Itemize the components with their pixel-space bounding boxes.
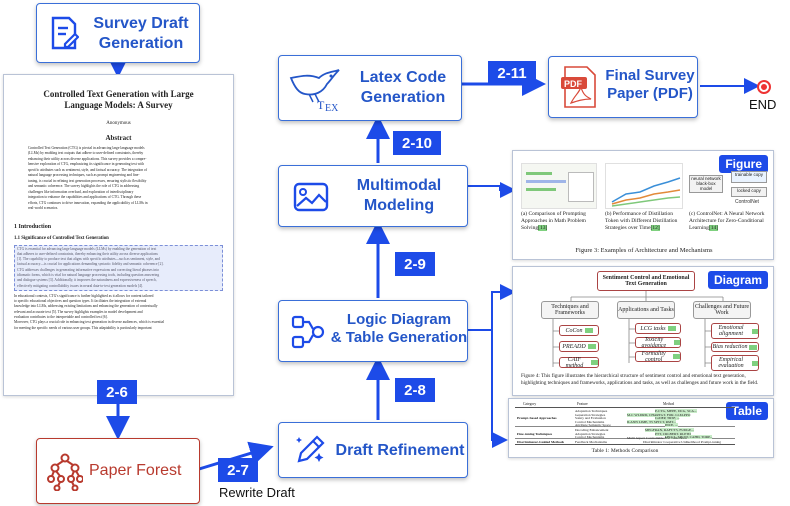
step-tag-2-10: 2-10 — [393, 131, 441, 155]
final-paper-node[interactable]: PDF Final Survey Paper (PDF) — [548, 56, 698, 118]
arrow-to-diagram — [468, 284, 516, 331]
section-heading: 1 Introduction — [14, 223, 52, 230]
diagram-leaf: Formality control — [635, 351, 681, 363]
pencil-sparkle-icon — [296, 435, 325, 463]
logic-label: Logic Diagram & Table Generation — [330, 311, 468, 347]
diagram-branch-0: Techniques and Frameworks — [541, 301, 599, 319]
figure-c-locked: locked copy — [731, 187, 767, 197]
figure-main-caption: Figure 3: Examples of Architecture and M… — [575, 247, 713, 254]
diagram-leaf: Empirical evaluation — [711, 355, 759, 371]
logic-node[interactable]: Logic Diagram & Table Generation — [278, 300, 468, 362]
svg-text:T: T — [317, 98, 325, 112]
figure-c-blackbox: neural network black-box model — [689, 175, 723, 193]
survey-draft-node[interactable]: Survey Draft Generation — [36, 3, 200, 63]
diagram-preview[interactable]: Diagram Sentiment Control and Emotional … — [512, 266, 774, 396]
step-tag-2-11: 2-11 — [488, 61, 536, 85]
multimodal-label: Multimodal Modeling — [356, 177, 442, 214]
pdf-icon: PDF — [561, 66, 596, 108]
diagram-leaf: Bias reduction — [711, 342, 759, 352]
diagram-branch-2: Challenges and Future Work — [693, 301, 751, 319]
table-group-0: Prompt-based Approaches Adaptation Techn… — [515, 409, 735, 427]
diagram-leaf: LCG tasks — [635, 323, 681, 334]
figure-panel-c: neural network black-box model trainable… — [689, 171, 769, 211]
image-icon — [293, 182, 329, 212]
abstract-text: Controlled Text Generation (CTG) is pivo… — [28, 145, 148, 211]
diagram-leaf: Emotional alignment — [711, 323, 759, 339]
figure-caption-b: (b) Performance of Distillation Token wi… — [605, 211, 678, 231]
figure-panel-a — [521, 163, 597, 209]
refine-label: Draft Refinement — [335, 442, 465, 459]
figure-b-plot — [611, 177, 681, 207]
highlighted-intro[interactable]: CTG is essential for advancing large lan… — [14, 244, 223, 291]
paper-forest-node[interactable]: Paper Forest — [36, 438, 200, 504]
final-paper-label: Final Survey Paper (PDF) — [605, 67, 695, 103]
arrow-to-table — [491, 330, 508, 448]
latex-node[interactable]: T EX Latex Code Generation — [278, 55, 462, 121]
figure-caption-c: (c) ControlNet: A Neural Network Archite… — [689, 211, 765, 231]
svg-text:EX: EX — [325, 103, 339, 112]
table-caption: Table 1: Methods Comparison — [591, 448, 659, 454]
latex-label: Latex Code Generation — [359, 69, 447, 106]
table-header-row: Category Feature Method — [515, 402, 735, 408]
step-tag-2-9: 2-9 — [395, 252, 435, 276]
diagram-leaf: PREADD — [559, 341, 599, 352]
diagram-leaf: Toxicity avoidance — [635, 337, 681, 349]
tree-network-icon — [47, 453, 83, 491]
paper-author: Anonymous — [106, 120, 131, 126]
paper-forest-label: Paper Forest — [89, 462, 182, 479]
rewrite-draft-label: Rewrite Draft — [219, 485, 295, 500]
diagram-corner-label: Diagram — [707, 271, 768, 289]
subsection-heading: 1.1 Significance of Controlled Text Gene… — [14, 235, 109, 241]
arrow-to-figure — [468, 182, 516, 198]
diagram-leaf: CAIF method — [559, 357, 599, 369]
document-edit-icon — [51, 16, 79, 50]
end-label: END — [749, 97, 777, 112]
multimodal-node[interactable]: Multimodal Modeling — [278, 165, 468, 227]
paper-title: Controlled Text Generation with Large La… — [43, 89, 194, 111]
end-target-icon — [757, 80, 771, 94]
figure-preview[interactable]: Figure neural network black-box model tr… — [512, 150, 774, 260]
table-group-2: Discriminator-Guided Methods Feedback Me… — [515, 440, 735, 445]
kingfisher-tex-icon: T EX — [289, 69, 340, 112]
diagram-connectors — [552, 291, 724, 367]
table-group-1: Fine-tuning Techniques Decoding Enhancem… — [515, 428, 735, 439]
figure-caption-a: (a) Comparison of Prompting Approaches i… — [521, 211, 586, 231]
figure-panel-b — [605, 163, 683, 209]
svg-text:PDF: PDF — [564, 79, 583, 89]
figure-corner-label: Figure — [719, 155, 768, 173]
refine-node[interactable]: Draft Refinement — [278, 422, 468, 478]
survey-draft-label: Survey Draft Generation — [93, 15, 189, 52]
diagram-root: Sentiment Control and Emotional Text Gen… — [597, 271, 695, 291]
intro-tail: In educational contexts, CTG's significa… — [14, 293, 165, 330]
step-tag-2-8: 2-8 — [395, 378, 435, 402]
abstract-heading: Abstract — [105, 133, 132, 142]
diagram-caption: Figure 4: This figure illustrates the hi… — [521, 373, 759, 386]
diagram-branch-1: Applications and Tasks — [617, 301, 675, 319]
table-corner-label: Table — [725, 402, 768, 420]
diagram-leaf: CoCon — [559, 325, 599, 336]
step-tag-2-7: 2-7 — [218, 458, 258, 482]
survey-draft-paper[interactable]: Controlled Text Generation with Large La… — [3, 74, 234, 396]
workflow-icon — [291, 315, 325, 349]
table-preview[interactable]: Table Category Feature Method Prompt-bas… — [508, 398, 774, 458]
figure-c-controlnet: ControlNet — [735, 199, 759, 205]
table-extra-row: Multi Aspect Controllable Text Generatio… — [627, 436, 687, 440]
step-tag-2-6: 2-6 — [97, 380, 137, 404]
figure-c-trainable: trainable copy — [731, 171, 767, 183]
